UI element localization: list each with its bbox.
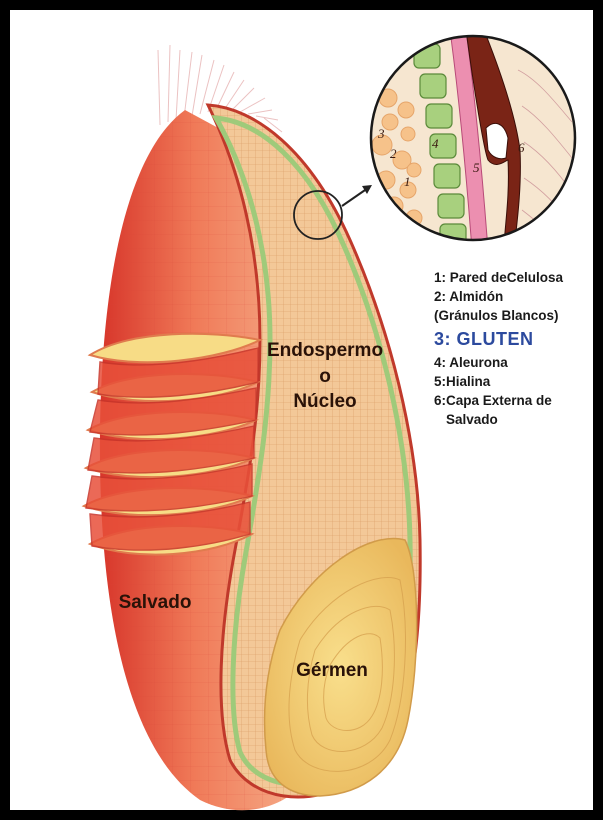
- endosperm-label-line1: Endospermo: [255, 338, 395, 364]
- zoom-number-6: 6: [518, 140, 525, 155]
- bran-label: Salvado: [100, 590, 210, 616]
- legend-item-3-gluten: 3: GLUTEN: [428, 325, 603, 353]
- legend-item-6: 6:Capa Externa de: [428, 391, 603, 410]
- germ-label: Gérmen: [272, 658, 392, 684]
- legend-item-2-detail: (Gránulos Blancos): [428, 306, 603, 325]
- legend-item-4: 4: Aleurona: [428, 353, 603, 372]
- legend-item-6-detail: Salvado: [428, 410, 603, 429]
- zoom-inset: [370, 30, 580, 250]
- legend-item-1: 1: Pared deCelulosa: [428, 268, 603, 287]
- zoom-number-4: 4: [432, 136, 439, 151]
- endosperm-label-line3: Núcleo: [255, 389, 395, 415]
- zoom-number-1: 1: [404, 174, 411, 189]
- endosperm-label: Endospermo o Núcleo: [255, 338, 395, 415]
- legend: 1: Pared deCelulosa 2: Almidón (Gránulos…: [428, 268, 603, 429]
- zoom-number-3: 3: [377, 126, 385, 141]
- zoom-number-2: 2: [390, 146, 397, 161]
- endosperm-label-line2: o: [255, 364, 395, 390]
- bran-layers: [84, 334, 260, 555]
- legend-item-5: 5:Hialina: [428, 372, 603, 391]
- legend-item-2: 2: Almidón: [428, 287, 603, 306]
- zoom-number-5: 5: [473, 160, 480, 175]
- zoom-arrow: [342, 188, 368, 206]
